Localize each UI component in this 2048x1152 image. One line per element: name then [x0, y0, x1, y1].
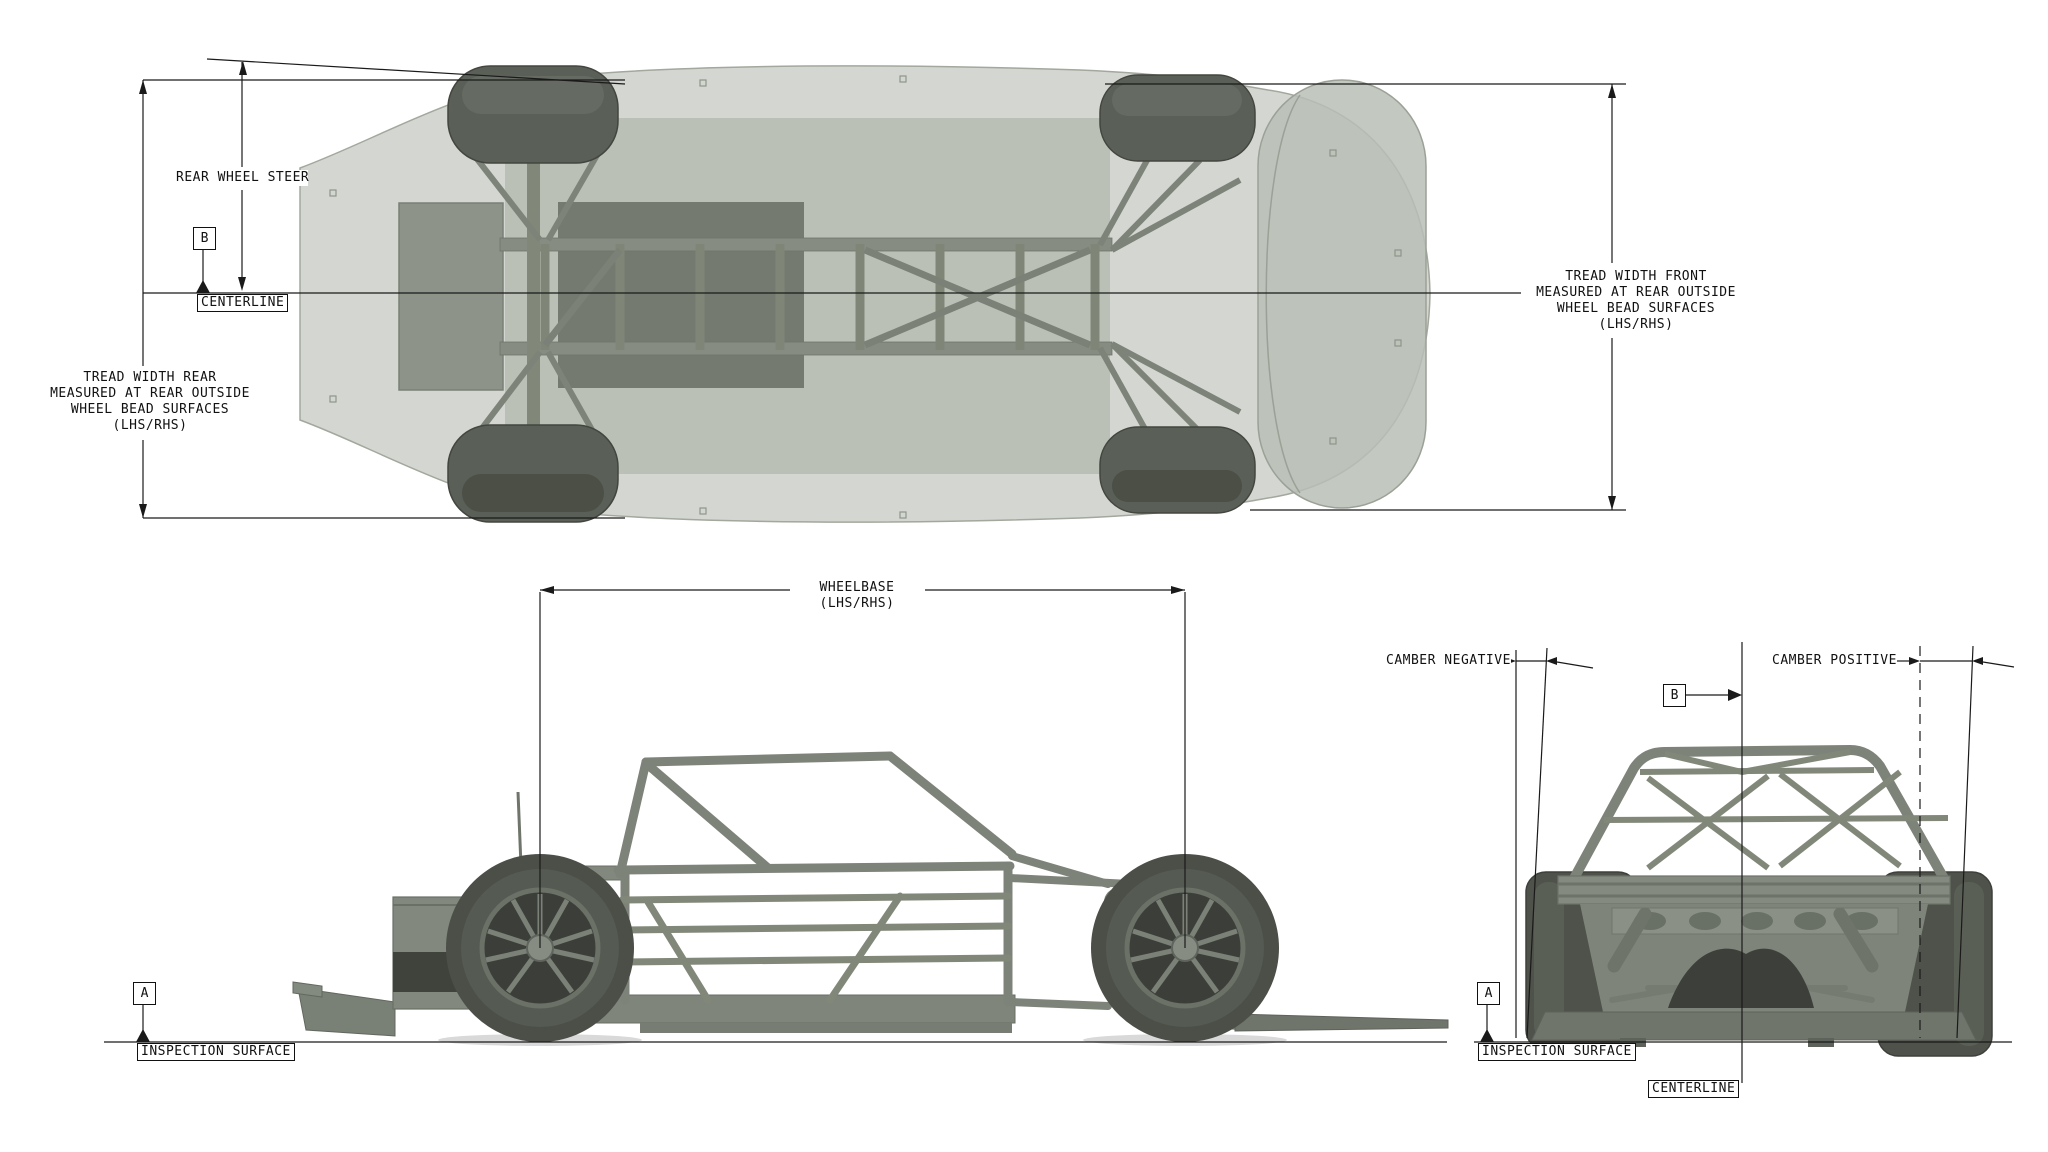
tread-width-rear-line4: (LHS/RHS)	[112, 418, 188, 433]
wheelbase-line1: WHEELBASE	[819, 580, 895, 595]
side-view-drawing	[292, 751, 1449, 1046]
tread-width-front-note: TREAD WIDTH FRONT MEASURED AT REAR OUTSI…	[1524, 269, 1748, 333]
inspection-surface-label-side: INSPECTION SURFACE	[137, 1043, 295, 1061]
tread-width-rear-line1: TREAD WIDTH REAR	[83, 370, 217, 385]
camber-positive-label: CAMBER POSITIVE	[1772, 653, 1897, 669]
camber-negative-label: CAMBER NEGATIVE	[1386, 653, 1511, 669]
tread-width-front-line2: MEASURED AT REAR OUTSIDE	[1536, 285, 1736, 300]
centerline-label-top: CENTERLINE	[197, 294, 289, 312]
wheelbase-label: WHEELBASE (LHS/RHS)	[790, 580, 924, 612]
tread-width-rear-note: TREAD WIDTH REAR MEASURED AT REAR OUTSID…	[50, 370, 250, 434]
datum-a-rear: A	[1477, 982, 1500, 1005]
tread-width-front-line4: (LHS/RHS)	[1598, 317, 1674, 332]
datum-b-top: B	[193, 227, 216, 250]
tread-width-rear-line3: WHEEL BEAD SURFACES	[70, 402, 230, 417]
top-view-dimensions	[139, 58, 1626, 519]
tread-width-rear-line2: MEASURED AT REAR OUTSIDE	[50, 386, 250, 401]
rear-view-drawing	[1525, 744, 1993, 1057]
top-view-drawing	[299, 65, 1431, 523]
centerline-label-rear: CENTERLINE	[1648, 1080, 1740, 1098]
tread-width-front-line1: TREAD WIDTH FRONT	[1565, 269, 1707, 284]
inspection-surface-label-rear: INSPECTION SURFACE	[1478, 1043, 1636, 1061]
side-view-dimensions	[104, 586, 1447, 1043]
datum-a-side: A	[133, 982, 156, 1005]
rear-wheel-steer-label: REAR WHEEL STEER	[176, 170, 310, 186]
wheelbase-line2: (LHS/RHS)	[819, 596, 895, 611]
tread-width-front-line3: WHEEL BEAD SURFACES	[1556, 301, 1716, 316]
datum-b-rear: B	[1663, 684, 1686, 707]
